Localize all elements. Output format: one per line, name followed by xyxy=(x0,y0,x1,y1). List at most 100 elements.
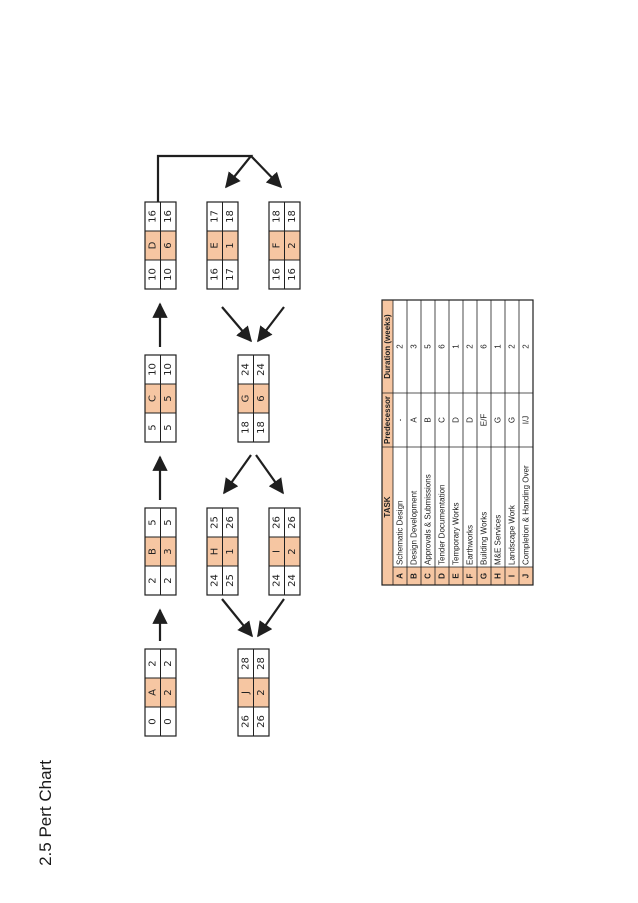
arrow-h-to-j xyxy=(221,598,253,638)
table-cell-predecessor: E/F xyxy=(480,414,489,427)
table-cell-code: F xyxy=(466,573,475,578)
node-b-top-1: B xyxy=(147,548,158,555)
table-cell-predecessor: A xyxy=(410,417,419,423)
node-j-bottom-2: 28 xyxy=(256,657,267,670)
node-g-top-2: 24 xyxy=(240,363,251,376)
table-cell-duration: 1 xyxy=(494,344,503,349)
node-b-top-0: 2 xyxy=(147,577,158,583)
node-j-bottom-0: 26 xyxy=(256,715,267,728)
arrow-d-to-e xyxy=(156,154,254,202)
table-cell-predecessor: C xyxy=(438,417,447,423)
node-e-top-1: E xyxy=(209,242,220,248)
table-cell-task: Earthworks xyxy=(466,525,475,565)
arrow-d-to-f xyxy=(250,155,283,189)
node-c-top-1: C xyxy=(147,395,158,402)
node-e-bottom-0: 17 xyxy=(225,268,236,281)
node-e-top-2: 17 xyxy=(209,210,220,223)
node-j-top-1: J xyxy=(240,691,251,695)
table-header-duration: Duration (weeks) xyxy=(383,314,392,379)
node-d-bottom-2: 16 xyxy=(163,210,174,223)
node-d-bottom-1: 6 xyxy=(163,242,174,248)
arrow-i-to-j xyxy=(257,598,285,638)
node-a-bottom-0: 0 xyxy=(163,718,174,724)
table-cell-predecessor: G xyxy=(508,417,517,423)
node-f-bottom-0: 16 xyxy=(287,268,298,281)
table-cell-duration: 6 xyxy=(480,344,489,349)
arrow-g-to-i xyxy=(255,454,284,495)
node-i-top-1: I xyxy=(271,550,282,553)
table-cell-task: Completion & Handing Over xyxy=(522,465,531,565)
node-f-top-2: 18 xyxy=(271,210,282,223)
node-e-bottom-1: 1 xyxy=(225,242,236,248)
node-c-bottom-1: 5 xyxy=(163,395,174,401)
table-cell-code: J xyxy=(522,574,531,578)
table-cell-code: D xyxy=(438,573,447,579)
table-cell-duration: 2 xyxy=(522,344,531,349)
table-cell-code: G xyxy=(480,573,489,579)
pert-node-e: 16 E 17 17 1 18 xyxy=(206,201,239,290)
node-f-bottom-1: 2 xyxy=(287,242,298,248)
node-i-bottom-1: 2 xyxy=(287,548,298,554)
node-d-top-0: 10 xyxy=(147,268,158,281)
node-c-bottom-0: 5 xyxy=(163,424,174,430)
table-code-column-bg xyxy=(382,567,533,585)
table-cell-task: Landscape Work xyxy=(508,504,517,565)
node-a-top-0: 0 xyxy=(147,718,158,724)
dependency-arrows xyxy=(152,154,285,641)
node-j-top-2: 28 xyxy=(240,657,251,670)
node-a-bottom-1: 2 xyxy=(163,689,174,695)
table-cell-task: M&E Services xyxy=(494,515,503,565)
node-e-bottom-2: 18 xyxy=(225,210,236,223)
table-cell-predecessor: G xyxy=(494,417,503,423)
node-g-bottom-2: 24 xyxy=(256,363,267,376)
table-cell-code: A xyxy=(396,573,405,579)
table-cell-predecessor: B xyxy=(424,417,433,422)
node-g-bottom-1: 6 xyxy=(256,395,267,401)
node-d-top-1: D xyxy=(147,241,158,249)
table-cell-code: E xyxy=(452,573,461,579)
table-cell-code: I xyxy=(508,575,517,577)
table-cell-duration: 2 xyxy=(396,344,405,349)
table-cell-task: Approvals & Submissions xyxy=(424,474,433,565)
arrow-f-to-g xyxy=(257,306,285,343)
table-cell-duration: 2 xyxy=(508,344,517,349)
node-b-bottom-1: 3 xyxy=(163,548,174,554)
table-cell-task: Temporary Works xyxy=(452,502,461,565)
node-b-bottom-2: 5 xyxy=(163,519,174,525)
node-g-top-1: G xyxy=(240,395,251,403)
node-j-bottom-1: 2 xyxy=(256,689,267,695)
pert-node-g: 18 G 24 18 6 24 xyxy=(237,354,270,443)
node-h-top-2: 25 xyxy=(209,516,220,529)
node-b-bottom-0: 2 xyxy=(163,577,174,583)
table-cell-duration: 6 xyxy=(438,344,447,349)
node-i-top-0: 24 xyxy=(271,574,282,587)
table-cell-predecessor: D xyxy=(452,417,461,423)
node-h-top-0: 24 xyxy=(209,574,220,587)
node-a-bottom-2: 2 xyxy=(163,660,174,666)
table-cell-duration: 2 xyxy=(466,344,475,349)
arrow-e-to-g xyxy=(221,306,252,343)
node-h-bottom-1: 1 xyxy=(225,548,236,554)
table-cell-code: H xyxy=(494,573,503,579)
node-c-top-2: 10 xyxy=(147,363,158,376)
node-g-top-0: 18 xyxy=(240,421,251,434)
table-cell-predecessor: I/J xyxy=(522,416,531,424)
table-header-task: TASK xyxy=(383,496,392,517)
node-g-bottom-0: 18 xyxy=(256,421,267,434)
table-cell-task: Tender Documentation xyxy=(438,485,447,566)
node-f-top-1: F xyxy=(271,242,282,248)
node-a-top-1: A xyxy=(147,689,158,696)
table-cell-duration: 3 xyxy=(410,344,419,349)
node-h-bottom-0: 25 xyxy=(225,574,236,587)
node-c-top-0: 5 xyxy=(147,424,158,430)
node-i-bottom-2: 26 xyxy=(287,516,298,529)
node-e-top-0: 16 xyxy=(209,268,220,281)
node-h-bottom-2: 26 xyxy=(225,516,236,529)
